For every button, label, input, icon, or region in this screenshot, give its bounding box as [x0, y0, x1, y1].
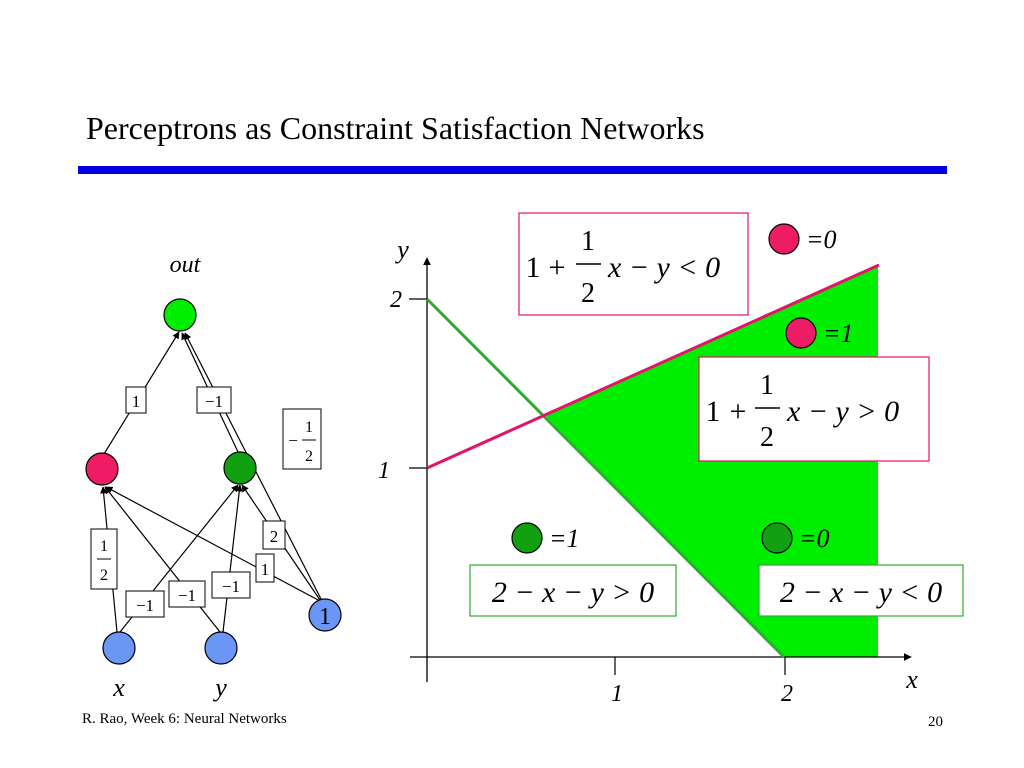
- x-tick-label-1: 1: [611, 681, 623, 707]
- svg-text:=1: =1: [823, 319, 854, 348]
- input-x-label: x: [112, 673, 125, 702]
- weight-y-hidden2: −1: [211, 571, 251, 599]
- svg-text:=1: =1: [549, 524, 580, 553]
- hidden-node-green: [223, 451, 257, 485]
- svg-text:2: 2: [305, 448, 313, 465]
- svg-text:1: 1: [581, 226, 595, 257]
- weight-bias-hidden1: 2: [262, 520, 286, 550]
- x-axis-label: x: [905, 665, 918, 694]
- svg-text:2: 2: [760, 422, 774, 453]
- title-rule: [78, 166, 947, 174]
- weight-y-hidden1: −1: [168, 580, 206, 608]
- input-node-x: [102, 631, 136, 665]
- pink-boundary-line: [426, 263, 880, 470]
- inequality-box-pink-lt: 1 + 1 2 x − y < 0: [518, 212, 749, 316]
- svg-text:1: 1: [132, 392, 141, 411]
- svg-text:=0: =0: [806, 225, 837, 254]
- weight-hidden2-out: −1: [196, 386, 232, 414]
- weight-x-hidden1: 1 2: [90, 528, 118, 590]
- svg-text:2: 2: [270, 527, 279, 546]
- svg-text:2 − x − y < 0: 2 − x − y < 0: [780, 576, 942, 609]
- svg-text:−1: −1: [205, 392, 223, 411]
- page-number: 20: [928, 714, 943, 730]
- svg-text:1: 1: [261, 560, 270, 579]
- inequality-box-green-gt: 2 − x − y > 0: [469, 564, 677, 617]
- inequality-box-pink-gt: 1 + 1 2 x − y > 0: [698, 356, 930, 462]
- green-boundary-line: [425, 297, 786, 659]
- svg-text:+: +: [549, 251, 566, 284]
- weight-bias-out: − 1 2: [282, 408, 322, 470]
- bias-node-label: 1: [319, 604, 331, 630]
- svg-text:=0: =0: [799, 524, 830, 553]
- svg-text:x − y > 0: x − y > 0: [786, 395, 899, 428]
- svg-text:2: 2: [100, 567, 108, 584]
- network-diagram: out 1 x y 1 −1: [85, 252, 342, 702]
- edge-y-hidden1: [104, 486, 221, 633]
- svg-text:x − y < 0: x − y < 0: [607, 251, 720, 284]
- y-axis-label: y: [394, 235, 409, 264]
- svg-text:−1: −1: [222, 577, 240, 596]
- legend-pink-0: =0: [768, 223, 837, 255]
- svg-text:−: −: [288, 431, 298, 450]
- slide-title: Perceptrons as Constraint Satisfaction N…: [86, 110, 705, 146]
- input-y-label: y: [212, 673, 227, 702]
- x-tick-label-2: 2: [781, 681, 793, 707]
- weight-hidden1-out: 1: [125, 386, 147, 414]
- svg-text:1: 1: [100, 538, 108, 555]
- svg-text:1: 1: [305, 419, 313, 436]
- svg-text:1: 1: [526, 251, 541, 284]
- out-label: out: [170, 252, 202, 278]
- bias-node: [308, 598, 342, 632]
- svg-text:−1: −1: [178, 586, 196, 605]
- footer-course: R. Rao, Week 6: Neural Networks: [82, 711, 287, 727]
- output-node: [163, 298, 197, 332]
- decision-plot: 2 1 1 2 y x 1 + 1 2 x − y < 0 1 + 1 2 x …: [378, 212, 964, 707]
- svg-text:+: +: [730, 395, 747, 428]
- y-tick-label-1: 1: [378, 458, 390, 484]
- y-tick-label-2: 2: [390, 287, 402, 313]
- input-node-y: [204, 631, 238, 665]
- weight-x-hidden2: −1: [125, 590, 165, 618]
- svg-text:1: 1: [760, 370, 774, 401]
- legend-green-1: =1: [511, 522, 580, 554]
- weight-bias-hidden2: 1: [255, 553, 275, 583]
- svg-text:2 − x − y > 0: 2 − x − y > 0: [492, 576, 654, 609]
- edge-y-hidden2: [222, 484, 243, 633]
- edge-bias-hidden1: [105, 486, 321, 602]
- svg-text:2: 2: [581, 278, 595, 309]
- legend-green-0: =0: [761, 522, 830, 554]
- inequality-box-green-lt: 2 − x − y < 0: [758, 564, 964, 617]
- svg-text:1: 1: [706, 395, 721, 428]
- hidden-node-pink: [85, 452, 119, 486]
- legend-pink-1: =1: [785, 317, 854, 349]
- network-edges: [100, 331, 322, 633]
- svg-text:−1: −1: [136, 596, 154, 615]
